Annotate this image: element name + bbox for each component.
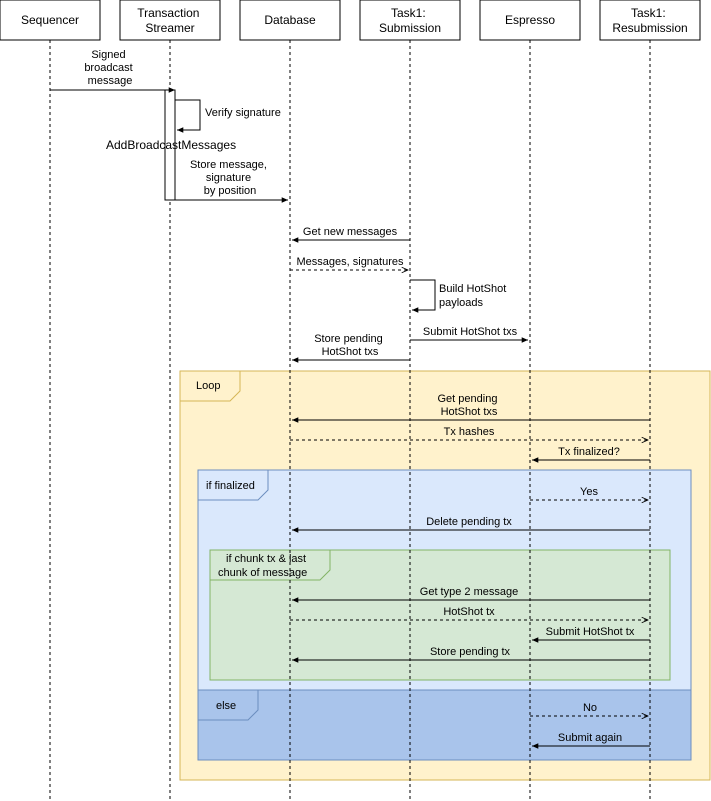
label-store-pending-hotshot: Store pending HotShot txs (314, 333, 386, 358)
participant-label: Transaction Streamer (137, 6, 203, 35)
loop-label: Loop (196, 380, 220, 392)
participant-label: Espresso (505, 13, 555, 27)
label-tx-finalized: Tx finalized? (558, 446, 620, 458)
participant-database: Database (239, 0, 341, 41)
participant-label: Task1: Submission (379, 6, 441, 35)
label-submit-again: Submit again (558, 732, 622, 744)
participant-label: Database (264, 13, 316, 27)
if-finalized-label: if finalized (206, 480, 255, 492)
if-chunk-label: if chunk tx & last chunk of message (218, 553, 309, 579)
arrow-verify-signature (175, 99, 201, 133)
label-build-hotshot: Build HotShot payloads (439, 283, 509, 309)
label-get-type2: Get type 2 message (420, 586, 518, 598)
participant-sequencer: Sequencer (0, 0, 101, 41)
label-add-broadcast-messages: AddBroadcastMessages (106, 138, 236, 152)
label-messages-signatures: Messages, signatures (297, 256, 404, 268)
label-store-message: Store message, signature by position (190, 159, 270, 197)
participant-label: Task1: Resubmission (612, 6, 687, 35)
label-no: No (583, 702, 597, 714)
participant-task1-submission: Task1: Submission (359, 0, 461, 41)
participant-transaction-streamer: Transaction Streamer (119, 0, 221, 41)
label-yes: Yes (580, 486, 598, 498)
label-submit-hotshot-txs: Submit HotShot txs (423, 326, 518, 338)
label-tx-hashes: Tx hashes (444, 426, 495, 438)
else-label: else (216, 700, 236, 712)
if-chunk-fragment: if chunk tx & last chunk of message (209, 549, 671, 681)
label-delete-pending: Delete pending tx (426, 516, 512, 528)
label-signed-broadcast: Signed broadcast message (84, 49, 135, 87)
participant-task1-resubmission: Task1: Resubmission (599, 0, 701, 41)
label-get-pending-hotshot: Get pending HotShot txs (438, 393, 501, 418)
label-hotshot-tx: HotShot tx (443, 606, 495, 618)
else-fragment: else (197, 689, 692, 761)
participant-espresso: Espresso (479, 0, 581, 41)
label-store-pending-tx: Store pending tx (430, 646, 511, 658)
label-verify-signature: Verify signature (205, 107, 281, 119)
arrow-build-hotshot (410, 279, 436, 313)
label-get-new-messages: Get new messages (303, 226, 398, 238)
label-submit-hotshot-tx: Submit HotShot tx (546, 626, 635, 638)
participant-label: Sequencer (21, 13, 79, 27)
